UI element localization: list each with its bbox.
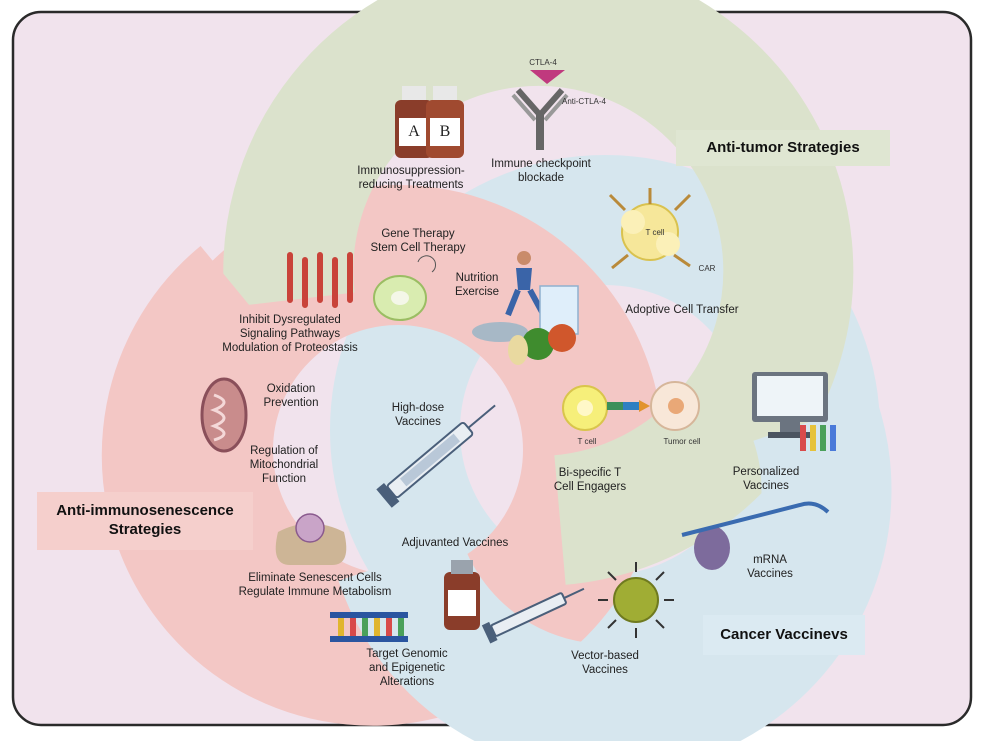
senescent-cell-icon — [275, 513, 347, 565]
label-tumor-cell: Tumor cell — [663, 437, 701, 446]
label-t-cell-bite: T cell — [577, 437, 597, 446]
adjuvanted-syringe-icon — [481, 587, 585, 644]
label-target: Target Genomic and Epigenetic Alteration… — [366, 648, 448, 688]
label-gene-therapy: Gene Therapy Stem Cell Therapy — [370, 228, 466, 254]
ctla4-icon — [530, 70, 565, 84]
computer-icon — [752, 372, 836, 451]
mitochondrion-icon — [200, 377, 248, 453]
mrna-icon — [681, 501, 830, 570]
anti-immunosenescence-box: Anti-immunosenescence Strategies — [37, 492, 253, 550]
label-oxidation: Oxidation Prevention — [263, 383, 319, 409]
food-icon — [472, 285, 579, 365]
label-anti-ctla4: Anti-CTLA-4 — [561, 97, 606, 106]
virus-icon — [598, 562, 674, 638]
antibody-icon — [511, 88, 569, 150]
label-eliminate: Eliminate Senescent Cells Regulate Immun… — [238, 572, 392, 598]
vial-b-icon — [426, 86, 464, 158]
vial-a-icon — [395, 86, 433, 158]
label-regulation: Regulation of Mitochondrial Function — [249, 445, 319, 485]
label-adoptive: Adoptive Cell Transfer — [625, 304, 739, 316]
adjuvanted-vial-icon — [444, 560, 480, 630]
label-bispecific: Bi-specific T Cell Engagers — [553, 467, 627, 493]
label-inhibit: Inhibit Dysregulated Signaling Pathways … — [222, 314, 358, 354]
label-nutrition: Nutrition Exercise — [454, 272, 500, 298]
vial-b-letter: B — [439, 123, 451, 140]
vial-a-letter: A — [408, 123, 420, 140]
label-checkpoint: Immune checkpoint blockade — [491, 158, 591, 184]
car-t-cell-icon — [608, 188, 692, 270]
cancer-vaccines-box: Cancer Vaccinevs — [703, 615, 865, 655]
label-immunosuppression: Immunosuppression- reducing Treatments — [357, 165, 465, 191]
label-car: CAR — [698, 264, 716, 273]
bispecific-engager-icon — [562, 381, 700, 431]
label-ctla4: CTLA-4 — [529, 58, 557, 67]
label-high-dose: High-dose Vaccines — [391, 402, 445, 428]
anti-tumor-box: Anti-tumor Strategies — [676, 130, 890, 166]
green-ring — [223, 0, 854, 585]
dna-icon — [330, 612, 408, 642]
label-t-cell-car: T cell — [645, 228, 665, 237]
stem-cell-icon — [373, 255, 436, 321]
label-adjuvanted: Adjuvanted Vaccines — [401, 537, 509, 549]
label-mrna: mRNA Vaccines — [747, 554, 793, 580]
label-personalized: Personalized Vaccines — [732, 466, 800, 492]
blue-ring-overlap — [338, 399, 892, 741]
label-vector: Vector-based Vaccines — [571, 650, 639, 676]
syringe-icon — [376, 404, 496, 508]
protein-helix-icon — [287, 252, 353, 308]
